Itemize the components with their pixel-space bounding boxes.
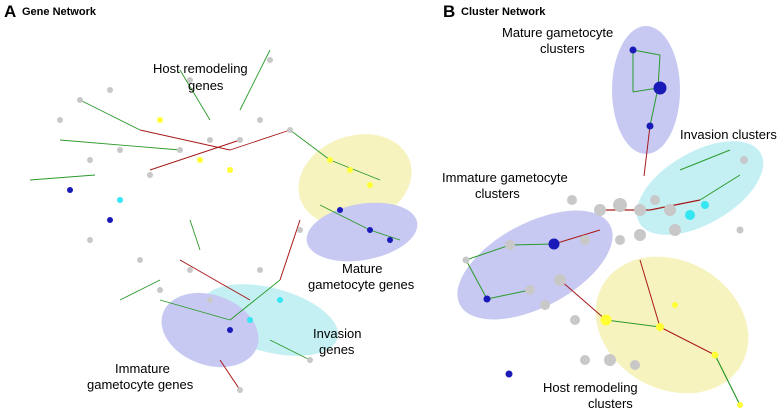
region-mature-gametocyte-genes (306, 202, 418, 262)
annotation-host-remodeling-clusters-line2: clusters (588, 396, 633, 411)
annotation-immature-gametocyte-genes-line1: Immature (115, 361, 170, 376)
annotation-immature-gametocyte-genes-line2: gametocyte genes (87, 377, 194, 392)
annotation-mature-gametocyte-genes-line2: gametocyte genes (308, 277, 415, 292)
panel-a-letter: A (4, 2, 16, 21)
panel-a-nodes (57, 57, 393, 393)
panel-a-edges (29, 49, 401, 391)
annotation-mature-gametocyte-genes-line1: Mature (342, 261, 382, 276)
annotation-host-remodeling-genes-line1: Host remodeling (153, 61, 248, 76)
panel-b-nodes (462, 46, 748, 408)
annotation-invasion-genes-line2: genes (319, 342, 355, 357)
annotation-mature-gametocyte-clusters-line1: Mature gametocyte (502, 25, 613, 40)
annotation-invasion-clusters-line1: Invasion clusters (680, 127, 777, 142)
panel-b-title: Cluster Network (461, 6, 546, 18)
region-host-remodeling-clusters (595, 256, 749, 394)
annotation-immature-gametocyte-clusters-line2: clusters (475, 186, 520, 201)
annotation-mature-gametocyte-clusters-line2: clusters (540, 41, 585, 56)
region-immature-gametocyte-genes (161, 292, 259, 368)
annotation-immature-gametocyte-clusters-line1: Immature gametocyte (442, 170, 568, 185)
annotation-host-remodeling-genes-line2: genes (188, 78, 224, 93)
panel-b-letter: B (443, 2, 455, 21)
annotation-invasion-genes-line1: Invasion (313, 326, 361, 341)
panel-a: A Gene Network (4, 2, 418, 393)
panel-a-title: Gene Network (22, 6, 97, 18)
annotation-host-remodeling-clusters-line1: Host remodeling (543, 380, 638, 395)
panel-a-regions (161, 134, 418, 368)
panel-b: B Cluster Network (442, 2, 777, 411)
